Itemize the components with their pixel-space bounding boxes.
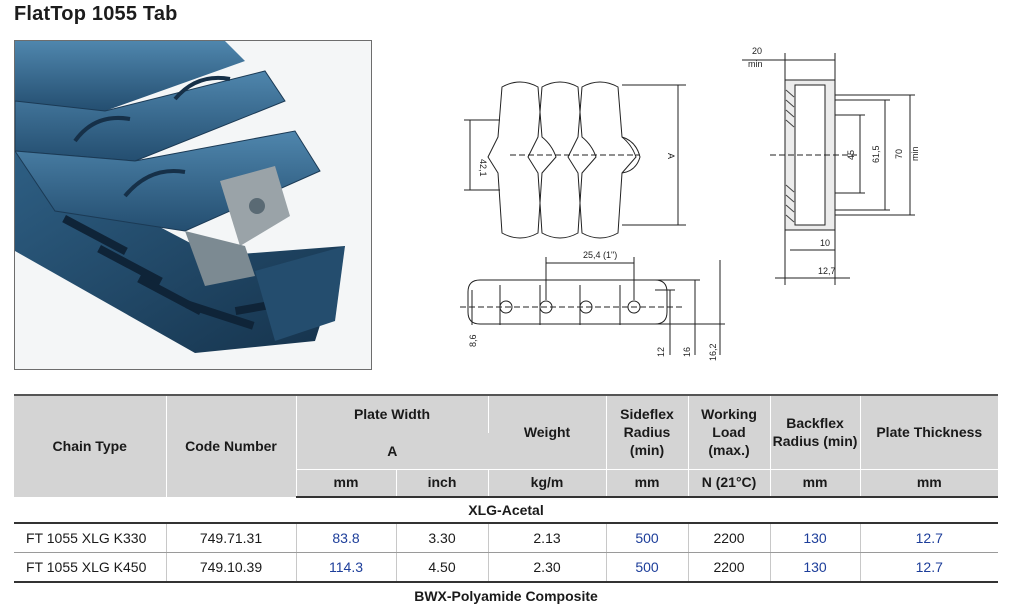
dim-A: A bbox=[666, 153, 676, 159]
header-chain-type: Chain Type bbox=[14, 394, 167, 497]
dim-min-right: min bbox=[910, 146, 920, 161]
header-plate-width-sub: A bbox=[296, 433, 489, 469]
chain-tab bbox=[185, 166, 290, 286]
header-weight: Weight bbox=[488, 394, 607, 469]
table-row: FT 1055 XLG K330 749.71.31 83.8 3.30 2.1… bbox=[14, 522, 999, 553]
unit-backflex: mm bbox=[770, 468, 861, 498]
header-plate-thickness: Plate Thickness bbox=[860, 394, 999, 469]
cell-weight: 2.30 bbox=[488, 552, 607, 583]
cell-thickness: 12.7 bbox=[860, 552, 999, 583]
unit-inch: inch bbox=[396, 468, 489, 498]
header-sideflex: Sideflex Radius (min) bbox=[606, 394, 689, 469]
cell-width-mm: 114.3 bbox=[296, 552, 397, 583]
dim-42-1: 42,1 bbox=[478, 159, 488, 177]
unit-kgm: kg/m bbox=[488, 468, 607, 498]
table-row: FT 1055 XLG K450 749.10.39 114.3 4.50 2.… bbox=[14, 552, 999, 583]
group-label: XLG-Acetal bbox=[14, 496, 999, 524]
technical-drawings: 42,1 A 20 min 45 61,5 70 min 10 12,7 bbox=[460, 46, 920, 361]
dim-8-6: 8,6 bbox=[468, 334, 478, 347]
cell-code-number: 749.71.31 bbox=[166, 522, 297, 553]
chain-side-link bbox=[255, 246, 345, 341]
dim-16: 16 bbox=[682, 347, 692, 357]
unit-load: N (21°C) bbox=[688, 468, 771, 498]
cell-code-number: 749.10.39 bbox=[166, 552, 297, 583]
unit-mm: mm bbox=[296, 468, 397, 498]
cell-working-load: 2200 bbox=[688, 522, 771, 553]
dim-45: 45 bbox=[846, 150, 856, 160]
header-backflex: Backflex Radius (min) bbox=[770, 394, 861, 469]
dim-min-top: min bbox=[748, 59, 763, 69]
dim-10: 10 bbox=[820, 238, 830, 248]
cell-width-inch: 4.50 bbox=[396, 552, 489, 583]
dim-pitch: 25,4 (1") bbox=[583, 250, 617, 260]
cell-backflex: 130 bbox=[770, 552, 861, 583]
cell-chain-type: FT 1055 XLG K330 bbox=[14, 522, 167, 553]
group-row-bwx-polyamide: BWX-Polyamide Composite bbox=[14, 582, 998, 609]
section-view-drawing bbox=[742, 53, 915, 285]
group-row-xlg-acetal: XLG-Acetal bbox=[14, 496, 999, 524]
header-working-load: Working Load (max.) bbox=[688, 394, 771, 469]
cell-width-mm: 83.8 bbox=[296, 522, 397, 553]
dim-61-5: 61,5 bbox=[871, 145, 881, 163]
dim-20: 20 bbox=[752, 46, 762, 56]
cell-weight: 2.13 bbox=[488, 522, 607, 553]
dim-16-2: 16,2 bbox=[708, 343, 718, 361]
header-code-number: Code Number bbox=[166, 394, 297, 497]
plan-view-drawing bbox=[464, 81, 686, 239]
dim-70: 70 bbox=[894, 149, 904, 159]
cell-working-load: 2200 bbox=[688, 552, 771, 583]
group-label: BWX-Polyamide Composite bbox=[414, 587, 598, 604]
cell-thickness: 12.7 bbox=[860, 522, 999, 553]
cell-backflex: 130 bbox=[770, 522, 861, 553]
cell-chain-type: FT 1055 XLG K450 bbox=[14, 552, 167, 583]
cell-sideflex: 500 bbox=[606, 552, 689, 583]
dim-12-7: 12,7 bbox=[818, 266, 836, 276]
cell-sideflex: 500 bbox=[606, 522, 689, 553]
cell-width-inch: 3.30 bbox=[396, 522, 489, 553]
spec-table: Chain Type Code Number Plate Width Weigh… bbox=[14, 394, 999, 609]
product-photo bbox=[14, 40, 372, 370]
unit-sideflex: mm bbox=[606, 468, 689, 498]
dim-12: 12 bbox=[656, 347, 666, 357]
header-plate-width: Plate Width bbox=[296, 394, 489, 433]
chain-illustration bbox=[15, 41, 371, 369]
chain-top-plates bbox=[15, 41, 321, 232]
unit-thickness: mm bbox=[860, 468, 999, 498]
side-view-drawing bbox=[460, 257, 725, 355]
page-title: FlatTop 1055 Tab bbox=[14, 3, 178, 25]
